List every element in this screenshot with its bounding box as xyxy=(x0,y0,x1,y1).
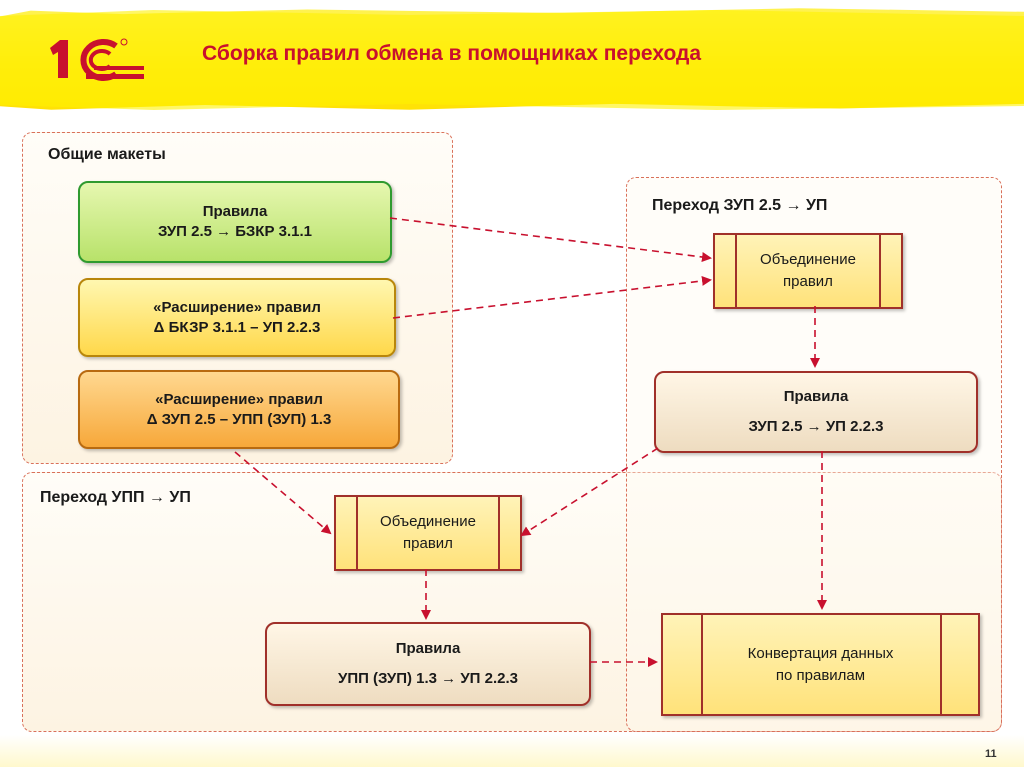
box-extension-bkzr-up: «Расширение» правил Δ БКЗР 3.1.1 – УП 2.… xyxy=(78,278,396,357)
logo-1c: 1С xyxy=(50,38,144,81)
box-rules-upp-up-line1: Правила xyxy=(395,640,461,657)
box-rules-upp-up: Правила УПП (ЗУП) 1.3 → УП 2.2.3 xyxy=(265,622,591,706)
process-data-conversion-line1: Конвертация данных xyxy=(747,644,894,662)
arrow-rules-to-merge-zup xyxy=(389,217,712,262)
process-merge-rules-upp-line2: правил xyxy=(403,535,453,552)
box-rules-zup-up-line2: ЗУП 2.5 → УП 2.2.3 xyxy=(748,418,884,435)
process-merge-rules-upp-line1: Объединение xyxy=(380,513,476,530)
arrow-extension-upp-to-merge-upp xyxy=(234,451,332,535)
page-number: 11 xyxy=(985,748,997,760)
process-merge-rules-upp: Объединение правил xyxy=(334,495,522,571)
box-rules-upp-up-line2: УПП (ЗУП) 1.3 → УП 2.2.3 xyxy=(338,670,518,687)
box-extension-zup-upp-line1: «Расширение» правил xyxy=(155,390,323,408)
box-extension-zup-upp-line2: Δ ЗУП 2.5 – УПП (ЗУП) 1.3 xyxy=(146,410,332,428)
box-extension-bkzr-up-line1: «Расширение» правил xyxy=(153,298,321,316)
box-extension-zup-upp: «Расширение» правил Δ ЗУП 2.5 – УПП (ЗУП… xyxy=(78,370,400,449)
process-merge-rules-zup-line1: Объединение xyxy=(760,251,856,268)
process-merge-rules-zup: Объединение правил xyxy=(713,233,903,309)
group-label-common: Общие макеты xyxy=(48,146,166,163)
arrow-extension-to-merge-zup xyxy=(392,275,712,319)
box-rules-zup-bzkr: Правила ЗУП 2.5 → БЗКР 3.1.1 xyxy=(78,181,392,263)
footer-strip xyxy=(0,735,1024,767)
group-label-upp: Переход УПП → УП xyxy=(40,489,191,506)
page-title: Сборка правил обмена в помощниках перехо… xyxy=(202,42,702,65)
box-rules-zup-up: Правила ЗУП 2.5 → УП 2.2.3 xyxy=(654,371,978,453)
box-rules-zup-up-line1: Правила xyxy=(783,388,849,405)
process-merge-rules-zup-line2: правил xyxy=(783,273,833,290)
process-data-conversion-line2: по правилам xyxy=(775,666,866,684)
arrow-rules-zup-up-to-merge-upp xyxy=(520,447,659,537)
box-extension-bkzr-up-line2: Δ БКЗР 3.1.1 – УП 2.2.3 xyxy=(153,318,321,336)
process-data-conversion: Конвертация данных по правилам xyxy=(661,613,980,716)
box-rules-zup-bzkr-line1: Правила xyxy=(202,203,268,220)
box-rules-zup-bzkr-line2: ЗУП 2.5 → БЗКР 3.1.1 xyxy=(158,223,312,240)
header-banner-overlay xyxy=(0,10,1024,110)
group-label-zup: Переход ЗУП 2.5 → УП xyxy=(652,197,828,214)
